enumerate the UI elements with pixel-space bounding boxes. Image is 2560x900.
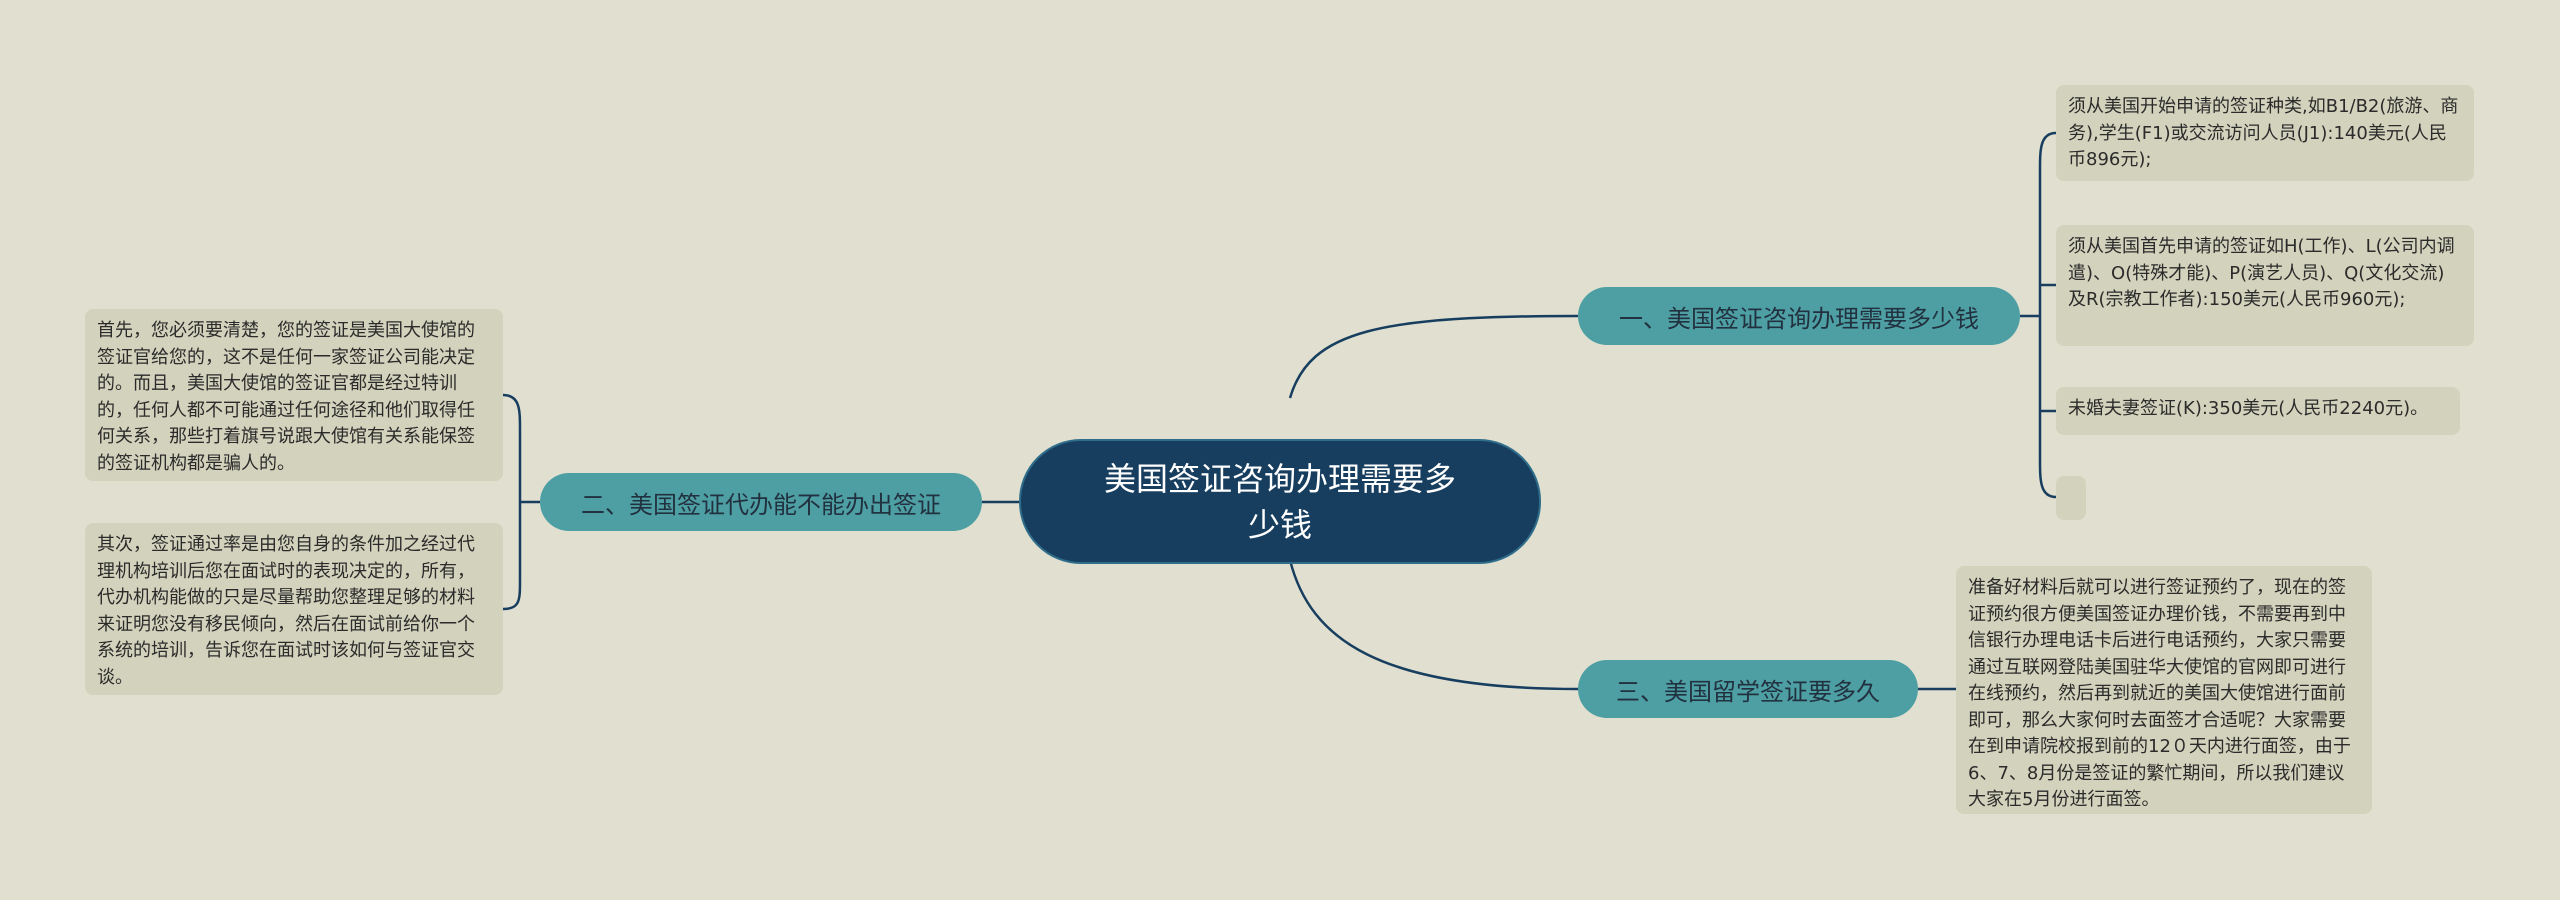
leaf-agency-first: 首先，您必须要清楚，您的签证是美国大使馆的签证官给您的，这不是任何一家签证公司能… [85,309,503,481]
branch-label: 三、美国留学签证要多久 [1616,677,1880,706]
leaf-visa-fee-h-l-o: 须从美国首先申请的签证如H(工作)、L(公司内调遣)、O(特殊才能)、P(演艺人… [2056,225,2474,346]
branch-visa-cost[interactable]: 一、美国签证咨询办理需要多少钱 [1578,287,2020,345]
branch-label: 一、美国签证咨询办理需要多少钱 [1619,304,1979,333]
leaf-study-visa-appointment: 准备好材料后就可以进行签证预约了，现在的签证预约很方便美国签证办理价钱，不需要再… [1956,566,2372,814]
bracket-branch-1 [2038,131,2057,499]
link-root-branch-1 [1288,314,1579,399]
root-topic-label: 美国签证咨询办理需要多少钱 [1103,459,1456,544]
leaf-visa-fee-k: 未婚夫妻签证(K):350美元(人民币2240元)。 [2056,387,2460,435]
leaf-empty [2056,476,2086,520]
leaf-agency-second: 其次，签证通过率是由您自身的条件加之经过代理机构培训后您在面试时的表现决定的，所… [85,523,503,695]
root-topic[interactable]: 美国签证咨询办理需要多少钱 [1019,439,1541,564]
branch-agency-visa[interactable]: 二、美国签证代办能不能办出签证 [540,473,982,531]
bracket-branch-2 [502,393,522,611]
leaf-visa-fee-b1-b2: 须从美国开始申请的签证种类,如B1/B2(旅游、商务),学生(F1)或交流访问人… [2056,85,2474,181]
link-root-branch-3 [1288,559,1579,691]
branch-study-visa-time[interactable]: 三、美国留学签证要多久 [1578,660,1918,718]
branch-label: 二、美国签证代办能不能办出签证 [581,490,941,519]
